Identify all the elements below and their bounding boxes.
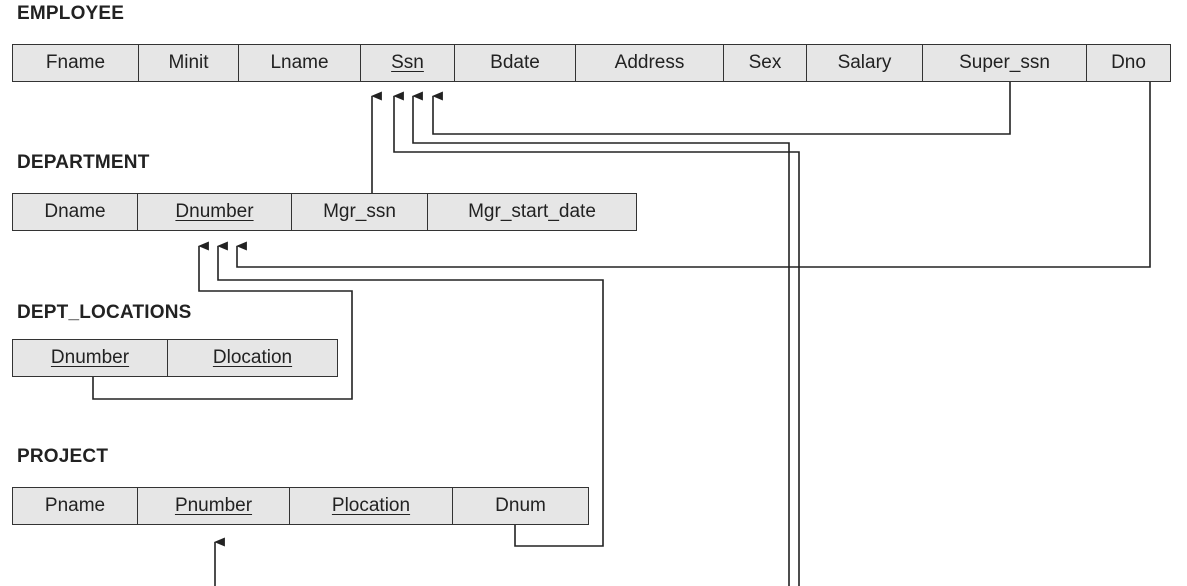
- department-attr-dname: Dname: [12, 193, 138, 231]
- project-attr-pnumber-pk: Pnumber: [138, 487, 290, 525]
- project-attr-plocation-pk: Plocation: [290, 487, 453, 525]
- dept-locations-attr-dnumber-pk: Dnumber: [12, 339, 168, 377]
- project-attr-pname: Pname: [12, 487, 138, 525]
- employee-attr-fname: Fname: [12, 44, 139, 82]
- department-relation: Dname Dnumber Mgr_ssn Mgr_start_date: [12, 193, 637, 231]
- employee-attr-bdate: Bdate: [455, 44, 576, 82]
- employee-attr-ssn-pk: Ssn: [361, 44, 455, 82]
- dept-locations-attr-dlocation-pk: Dlocation: [168, 339, 338, 377]
- dept-locations-title: DEPT_LOCATIONS: [17, 302, 192, 323]
- project-attr-dnum: Dnum: [453, 487, 589, 525]
- arrow-dno-to-dnumber: [236, 82, 1151, 268]
- employee-attr-minit: Minit: [139, 44, 239, 82]
- department-attr-mgr-ssn: Mgr_ssn: [292, 193, 428, 231]
- employee-attr-salary: Salary: [807, 44, 923, 82]
- employee-title: EMPLOYEE: [17, 3, 125, 24]
- employee-relation: Fname Minit Lname Ssn Bdate Address Sex …: [12, 44, 1171, 82]
- employee-attr-address: Address: [576, 44, 724, 82]
- department-attr-mgr-start-date: Mgr_start_date: [428, 193, 637, 231]
- employee-attr-sex: Sex: [724, 44, 807, 82]
- arrow-dnum-to-dnumber: [217, 241, 604, 547]
- employee-attr-super-ssn: Super_ssn: [923, 44, 1087, 82]
- arrow-deptloc-dnumber-to-dnumber: [92, 241, 353, 400]
- project-relation: Pname Pnumber Plocation Dnum: [12, 487, 589, 525]
- department-attr-dnumber-pk: Dnumber: [138, 193, 292, 231]
- employee-attr-lname: Lname: [239, 44, 361, 82]
- employee-attr-dno: Dno: [1087, 44, 1171, 82]
- project-title: PROJECT: [17, 446, 109, 467]
- arrow-offpage-to-ssn-outer: [393, 91, 800, 586]
- department-title: DEPARTMENT: [17, 152, 150, 173]
- dept-locations-relation: Dnumber Dlocation: [12, 339, 338, 377]
- arrow-offpage-to-ssn-inner: [412, 91, 790, 586]
- arrow-super-ssn-to-ssn: [432, 82, 1011, 135]
